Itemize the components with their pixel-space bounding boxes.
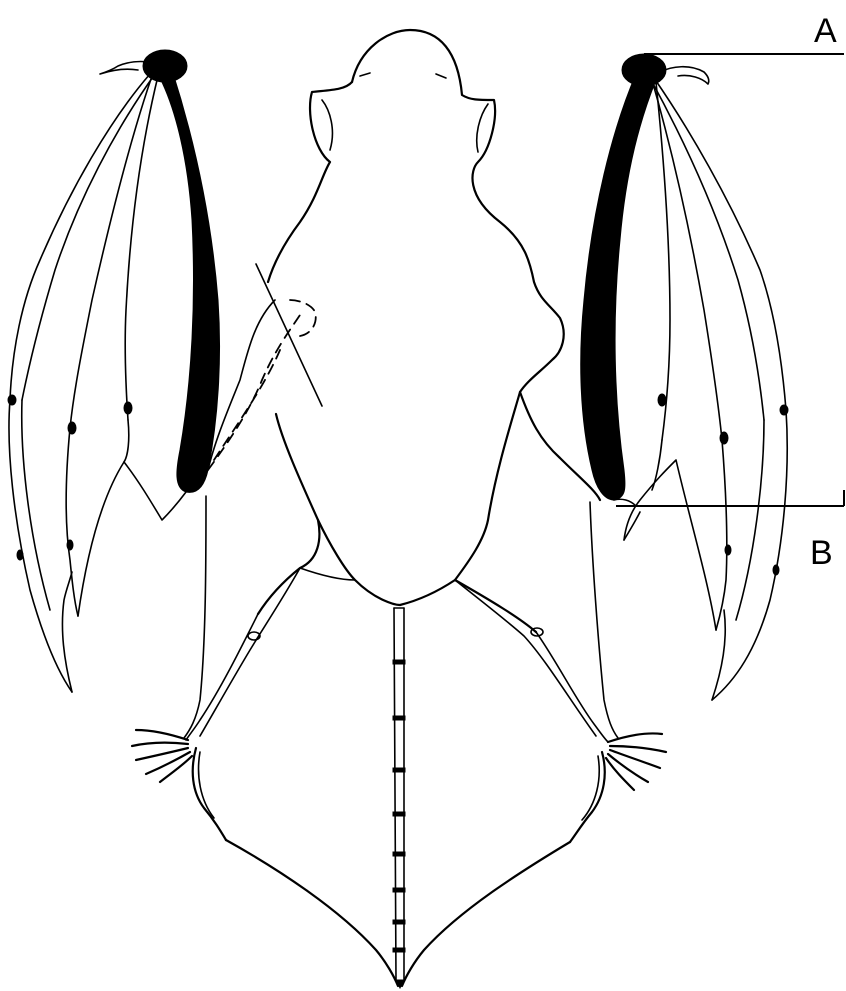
right-foot (606, 733, 666, 790)
right-wing (581, 54, 788, 700)
left-wing (8, 50, 322, 692)
left-foot (132, 730, 192, 782)
measurement-lines (616, 54, 844, 506)
bat-body (258, 30, 600, 632)
label-b: B (810, 534, 833, 572)
legs-and-tail-membrane (132, 496, 666, 988)
label-a: A (814, 12, 837, 50)
